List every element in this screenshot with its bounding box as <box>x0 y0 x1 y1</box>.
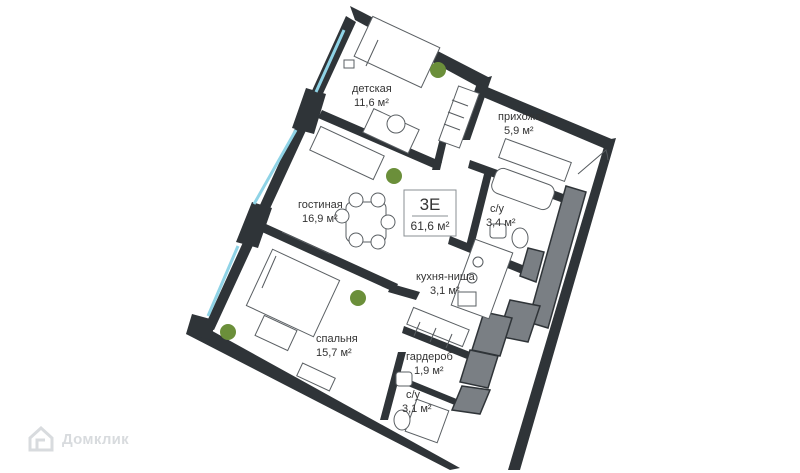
svg-text:гардероб: гардероб <box>406 351 453 363</box>
svg-text:3,4 м²: 3,4 м² <box>486 217 516 229</box>
apartment-area: 61,6 м² <box>411 219 450 233</box>
plant-icon <box>220 324 236 340</box>
shower-icon <box>404 398 450 444</box>
svg-text:с/у: с/у <box>490 203 505 215</box>
wardrobe-icon <box>438 85 480 149</box>
toilet-icon <box>511 227 529 249</box>
bathroom-1-fixtures <box>489 167 555 249</box>
svg-text:3,1 м²: 3,1 м² <box>430 285 460 297</box>
desk-chair-icon <box>386 114 406 134</box>
svg-text:спальня: спальня <box>316 333 358 345</box>
room-label-su-1: с/у 3,4 м² <box>486 203 516 229</box>
logo-text: Домклик <box>62 430 129 448</box>
sink-icon <box>457 291 477 307</box>
toilet-icon <box>393 409 411 431</box>
svg-text:11,6 м²: 11,6 м² <box>354 97 389 109</box>
svg-text:гостиная: гостиная <box>298 199 343 211</box>
room-label-su-2: с/у 3,1 м² <box>402 389 432 415</box>
plant-icon <box>386 168 402 184</box>
room-label-garderob: гардероб 1,9 м² <box>406 351 453 377</box>
svg-text:с/у: с/у <box>406 389 421 401</box>
room-label-kukhnya: кухня-ниша 3,1 м² <box>416 271 476 297</box>
wardrobe-icon <box>406 306 470 348</box>
svg-text:15,7 м²: 15,7 м² <box>316 347 352 359</box>
svg-text:16,9 м²: 16,9 м² <box>302 213 338 225</box>
bathtub-icon <box>491 167 555 211</box>
sofa-icon <box>309 125 385 181</box>
domclick-logo-icon <box>28 425 54 452</box>
living-room-furniture <box>281 125 396 255</box>
hallway-wardrobe <box>406 137 572 349</box>
room-label-prikhozhaya: прихожая 5,9 м² <box>498 111 547 137</box>
dresser-icon <box>296 362 336 392</box>
svg-text:кухня-ниша: кухня-ниша <box>416 271 476 283</box>
svg-text:детская: детская <box>352 83 392 95</box>
bathroom-2-fixtures <box>393 371 450 444</box>
apartment-badge: 3Е 61,6 м² <box>403 189 457 237</box>
svg-text:1,9 м²: 1,9 м² <box>414 365 444 377</box>
bed-icon <box>353 15 441 89</box>
room-label-gostinaya: гостиная 16,9 м² <box>298 199 343 225</box>
plant-icon <box>350 290 366 306</box>
bedroom-furniture <box>245 248 341 392</box>
service-shafts <box>450 185 587 415</box>
room-label-detskaya: детская 11,6 м² <box>352 83 392 109</box>
outer-walls <box>186 6 616 470</box>
kitchen-fixtures <box>450 238 514 320</box>
rug-icon <box>254 314 298 352</box>
domclick-logo: Домклик <box>26 424 129 454</box>
svg-text:5,9 м²: 5,9 м² <box>504 125 534 137</box>
entrance-door[interactable] <box>577 149 609 175</box>
sink-icon <box>489 223 507 239</box>
svg-text:3,1 м²: 3,1 м² <box>402 403 432 415</box>
apartment-type: 3Е <box>420 195 441 214</box>
sink-icon <box>395 371 413 387</box>
plant-icon <box>430 62 446 78</box>
svg-text:прихожая: прихожая <box>498 111 547 123</box>
windows <box>206 29 346 317</box>
kids-room-furniture <box>343 15 480 155</box>
room-label-spalnya: спальня 15,7 м² <box>316 333 358 359</box>
